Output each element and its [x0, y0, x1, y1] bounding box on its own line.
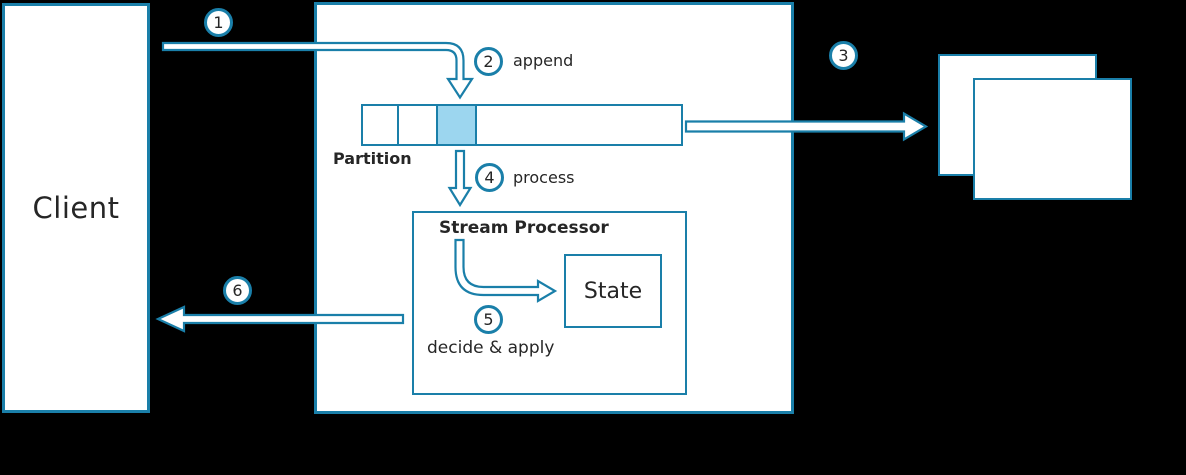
partition-segment-2: [399, 106, 438, 144]
step-3-number: 3: [838, 45, 849, 65]
partition-bar: [361, 104, 683, 146]
step-4-label: process: [513, 168, 575, 187]
step-4-number: 4: [484, 167, 495, 187]
client-box: Client: [2, 3, 150, 413]
step-5-label: decide & apply: [427, 338, 555, 358]
client-label: Client: [32, 191, 120, 225]
step-1-badge: 1: [204, 8, 233, 37]
state-box: State: [564, 254, 662, 328]
step-4-badge: 4: [475, 163, 504, 192]
partition-label: Partition: [333, 149, 412, 168]
stream-processor-label: Stream Processor: [439, 218, 609, 238]
step-5-number: 5: [483, 309, 494, 329]
state-label: State: [583, 278, 643, 304]
step-2-label: append: [513, 51, 574, 70]
partition-segment-1: [363, 106, 399, 144]
partition-segment-highlighted: [438, 106, 477, 144]
step-2-number: 2: [483, 51, 494, 71]
replica-box-front: [973, 78, 1132, 200]
partition-segment-tail: [477, 106, 681, 144]
step-6-badge: 6: [223, 276, 252, 305]
step-2-badge: 2: [474, 47, 503, 76]
step-1-number: 1: [213, 12, 224, 32]
step-6-number: 6: [232, 280, 243, 300]
step-5-badge: 5: [474, 305, 503, 334]
step-3-badge: 3: [829, 41, 858, 70]
